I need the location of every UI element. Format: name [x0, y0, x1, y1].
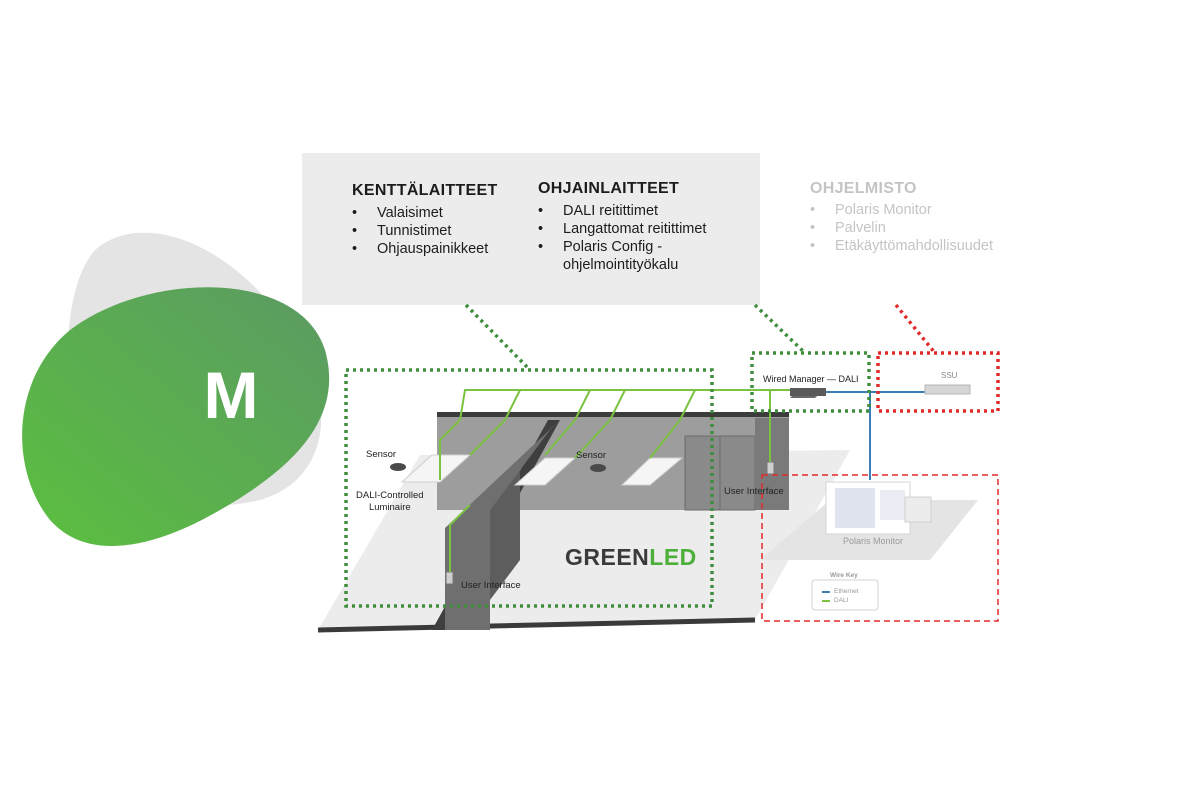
dali-wiring	[439, 389, 800, 572]
list-item: Polaris Config - ohjelmointityökalu	[538, 238, 706, 274]
control-devices-box	[750, 303, 871, 413]
user-interface-label: User Interface	[461, 580, 521, 591]
user-interface-label: User Interface	[724, 486, 784, 497]
list-item: DALI reitittimet	[538, 202, 706, 220]
software-list: Polaris Monitor Palvelin Etäkäyttömahdol…	[810, 201, 993, 255]
monitor-screen-panel	[904, 496, 932, 523]
list-item: Ohjauspainikkeet	[352, 240, 488, 258]
list-item: Polaris Monitor	[810, 201, 993, 219]
software-box	[876, 303, 1000, 413]
software-title: OHJELMISTO	[810, 180, 917, 197]
brand-green-text: GREEN	[565, 544, 650, 570]
control-devices-title: OHJAINLAITTEET	[538, 180, 680, 197]
field-devices-list: Valaisimet Tunnistimet Ohjauspainikkeet	[352, 204, 488, 258]
field-devices-box	[344, 303, 714, 608]
luminaire-label: DALI-Controlled Luminaire	[356, 490, 424, 513]
logo-blob-green	[22, 287, 330, 547]
brand-led-text: LED	[649, 544, 697, 570]
list-item: Etäkäyttömahdollisuudet	[810, 237, 993, 255]
field-devices-title: KENTTÄLAITTEET	[352, 182, 498, 199]
logo-letter: M	[203, 358, 259, 432]
list-item: Langattomat reitittimet	[538, 220, 706, 238]
list-item: Palvelin	[810, 219, 993, 237]
ssu-device	[924, 384, 971, 395]
wired-manager-label: Wired Manager — DALI	[763, 374, 859, 384]
user-interface-icon	[445, 571, 454, 585]
sensor-icon	[590, 464, 606, 472]
wire-key-ethernet: Ethernet	[834, 588, 859, 595]
wire-key-dali: DALI	[834, 597, 849, 604]
monitor-screen-panel	[880, 490, 905, 520]
list-item: Tunnistimet	[352, 222, 488, 240]
control-devices-list: DALI reitittimet Langattomat reitittimet…	[538, 202, 706, 274]
sensor-label: Sensor	[366, 449, 397, 460]
floor-edge	[317, 617, 756, 633]
sensor-label: Sensor	[576, 450, 607, 461]
list-item: Valaisimet	[352, 204, 488, 222]
luminaire	[620, 457, 684, 486]
greenled-logo: GREENLED	[565, 544, 697, 571]
wired-manager-device-body	[790, 388, 826, 396]
monitor-screen-panel	[835, 488, 875, 528]
partition-block	[490, 470, 520, 600]
monitor-label: Polaris Monitor	[843, 536, 904, 546]
wire-key-title: Wire Key	[830, 572, 858, 579]
wire-key-box	[811, 579, 879, 611]
ssu-label: SSU	[941, 371, 958, 380]
monitor-box	[761, 474, 999, 622]
sensor-icon	[390, 463, 406, 471]
partition-wall-face	[445, 420, 560, 630]
user-interface-icon	[766, 461, 775, 475]
